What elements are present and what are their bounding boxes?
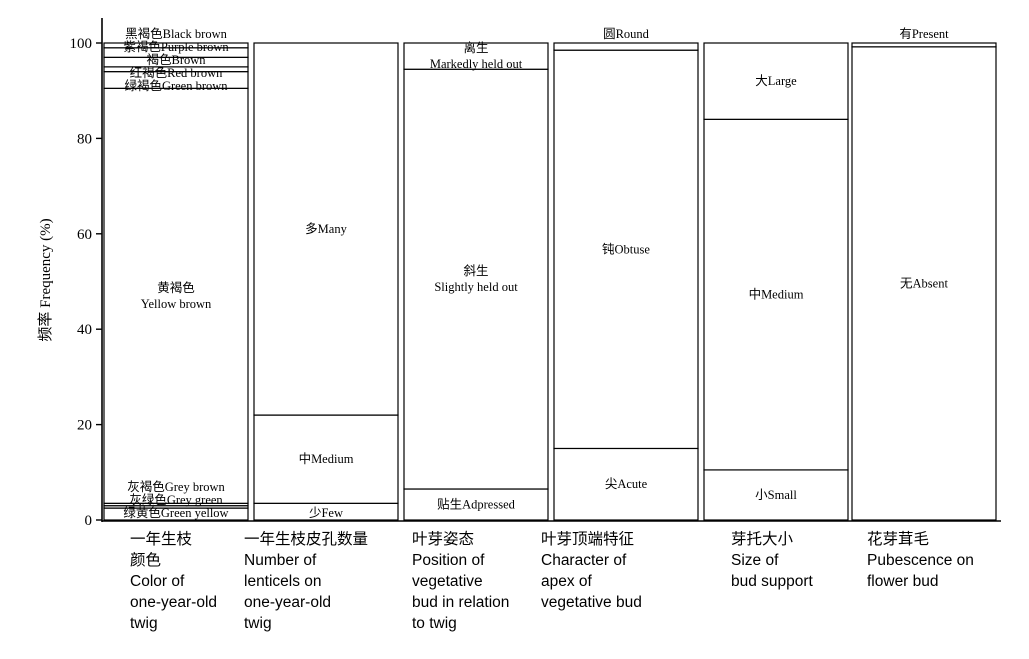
segment-label: 尖Acute	[605, 477, 648, 491]
segment-label: 钝Obtuse	[602, 242, 650, 256]
y-axis-label: 频率 Frequency (%)	[37, 218, 54, 341]
category-label: twig	[244, 615, 272, 632]
segment-label: 紫褐色Purple brown	[123, 39, 229, 54]
bar-segment	[403, 68, 549, 490]
segment-label: 贴生Adpressed	[437, 497, 516, 511]
category-label: Number of	[244, 552, 317, 569]
segment-label: 绿褐色Green brown	[124, 78, 228, 93]
segment-label: Yellow brown	[141, 297, 212, 311]
category-label: vegetative bud	[541, 594, 642, 611]
y-ticks: 0 20 40 60 80 100	[70, 36, 102, 529]
y-axis	[101, 18, 1001, 522]
segment-label: 中Medium	[749, 287, 804, 302]
category-label: lenticels on	[244, 573, 322, 590]
category-label: 芽托大小	[731, 530, 794, 548]
category-label: 颜色	[130, 551, 161, 569]
category-label: Pubescence on	[867, 552, 974, 569]
category-label: twig	[130, 615, 158, 632]
segment-label: 无Absent	[900, 276, 948, 290]
category-label: 叶芽姿态	[412, 530, 474, 548]
category-label: one-year-old	[130, 594, 217, 611]
bar-segment	[253, 414, 399, 504]
segment-label: 离生	[463, 40, 488, 55]
segment-label: 少Few	[309, 506, 343, 520]
segment-label: Markedly held out	[430, 57, 523, 71]
category-label: 花芽茸毛	[867, 530, 929, 548]
category-label: 一年生枝	[130, 530, 193, 548]
y-tick-label: 40	[77, 322, 92, 338]
bar-segment	[553, 42, 699, 51]
segment-label: 黑褐色Black brown	[125, 26, 227, 41]
segment-label: Slightly held out	[434, 280, 518, 294]
category-label: Size of	[731, 552, 779, 569]
segment-label: 有Present	[899, 27, 949, 41]
category-label: vegetative	[412, 573, 483, 590]
y-tick-label: 60	[77, 227, 92, 243]
bar-segment	[553, 49, 699, 450]
segment-label: 小Small	[755, 488, 797, 502]
category-label: flower bud	[867, 573, 939, 590]
segment-label: 褐色Brown	[146, 52, 206, 67]
y-tick-label: 80	[77, 131, 92, 147]
bar-segment	[703, 42, 849, 120]
segment-label: 灰褐色Grey brown	[127, 479, 225, 494]
category-label: bud in relation	[412, 594, 509, 611]
category-label: 一年生枝皮孔数量	[244, 530, 368, 548]
segment-label: 红褐色Red brown	[130, 65, 223, 80]
bar-segment	[103, 87, 249, 504]
category-label: Color of	[130, 573, 185, 590]
category-label: 叶芽顶端特征	[541, 530, 634, 548]
bar-segment	[403, 488, 549, 521]
bars	[103, 42, 997, 521]
segment-label: 圆Round	[603, 27, 650, 41]
bar-segment	[703, 469, 849, 521]
bar-segment	[851, 46, 997, 521]
segment-label: 斜生	[463, 264, 488, 278]
segment-label: 中Medium	[299, 451, 354, 466]
category-label: bud support	[731, 573, 814, 590]
y-tick-label: 0	[85, 513, 93, 529]
segment-label: 绿黄色Green yellow	[123, 505, 228, 520]
segment-label: 大Large	[755, 74, 797, 88]
bar-segment	[103, 42, 249, 49]
category-label: apex of	[541, 573, 593, 590]
category-label: Position of	[412, 552, 485, 569]
segment-label: 黄褐色	[157, 280, 195, 295]
bar-segment	[703, 118, 849, 471]
bar-segment	[253, 42, 399, 416]
category-label: Character of	[541, 552, 627, 569]
category-label: to twig	[412, 615, 457, 632]
bar-segment	[851, 42, 997, 48]
y-tick-label: 20	[77, 418, 92, 434]
segment-label: 多Many	[305, 222, 347, 236]
y-tick-label: 100	[70, 36, 93, 52]
segment-label: 灰绿色Grey green	[129, 492, 223, 507]
category-label: one-year-old	[244, 594, 331, 611]
bar-segment	[403, 42, 549, 70]
